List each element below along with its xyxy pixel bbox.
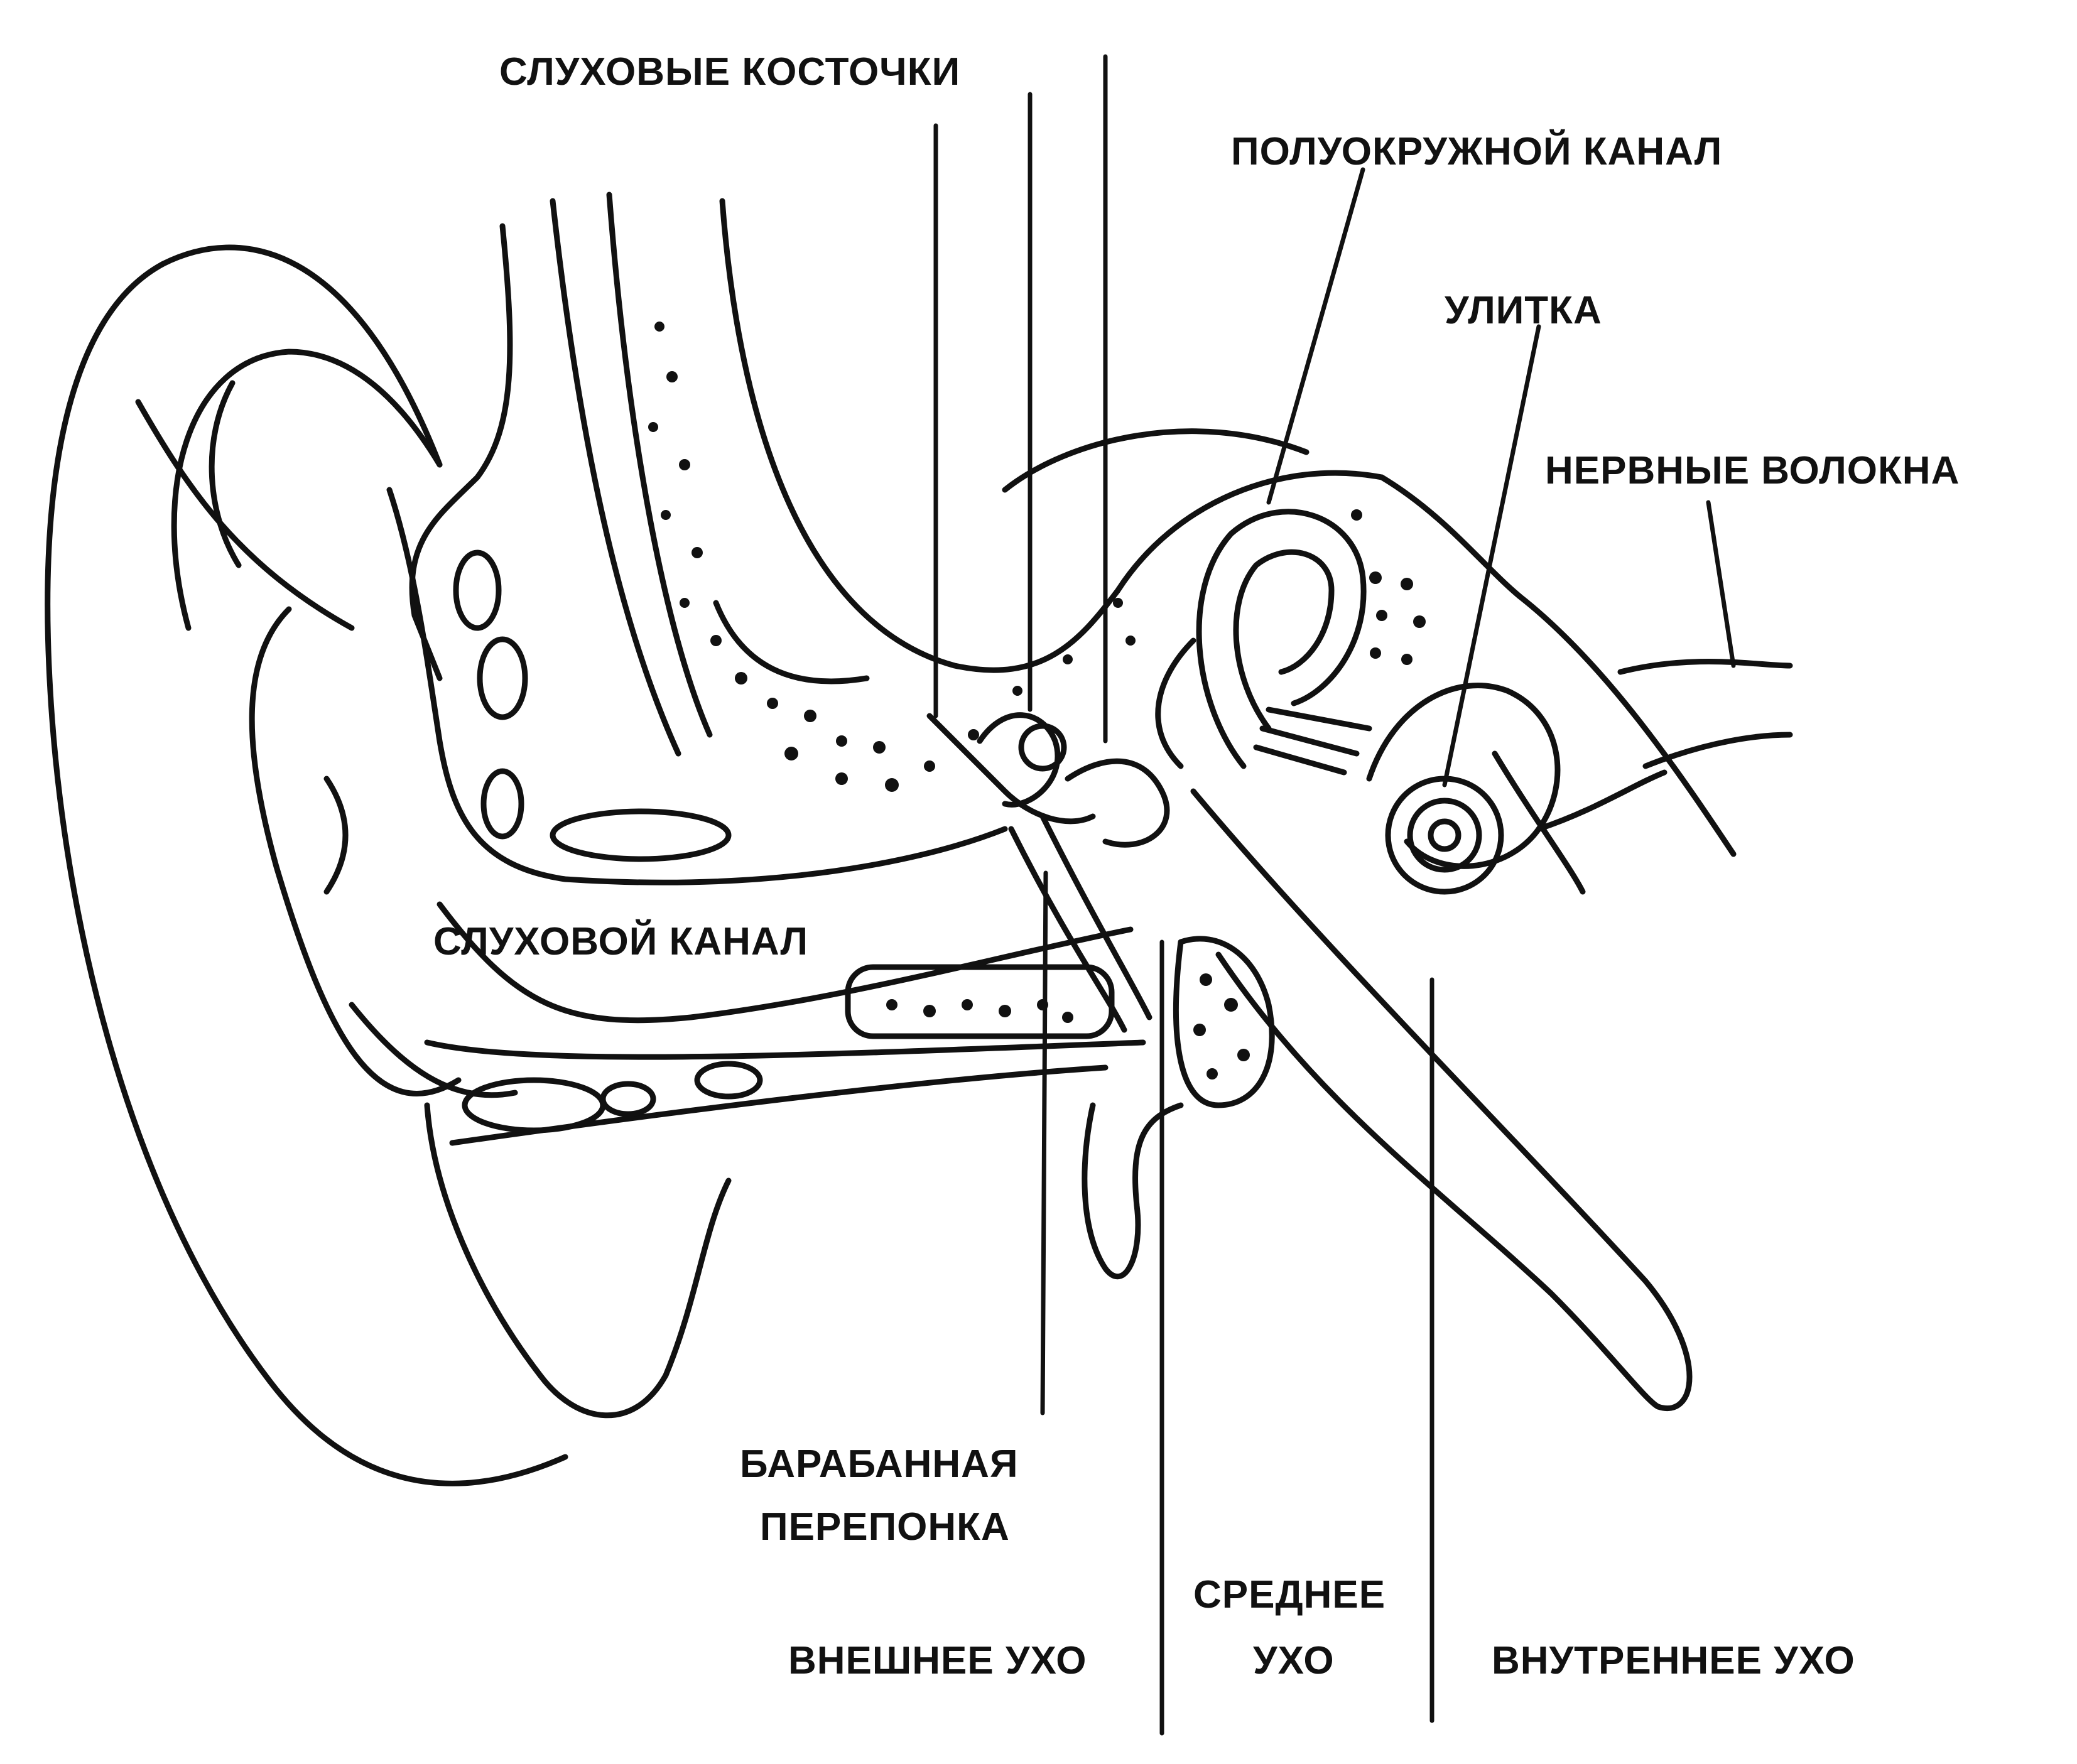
nerve-fibers-leader (1706, 500, 1736, 668)
label-eardrum-line1: БАРАБАННАЯ (740, 1442, 1019, 1486)
leader-lines (933, 54, 1736, 1736)
label-nerve-fibers: НЕРВНЫЕ ВОЛОКНА (1545, 449, 1960, 492)
bone-texture-dots (648, 322, 1426, 792)
eardrum-leader (1040, 870, 1048, 1415)
label-eardrum-line2: ПЕРЕПОНКА (760, 1505, 1010, 1549)
labels: СЛУХОВЫЕ КОСТОЧКИ ПОЛУОКРУЖНОЙ КАНАЛ УЛИ… (433, 50, 1960, 1682)
label-middle-ear-line1: СРЕДНЕЕ (1193, 1573, 1386, 1616)
label-ear-canal: СЛУХОВОЙ КАНАЛ (433, 919, 808, 963)
semicircular-canal-leader (1266, 167, 1365, 505)
label-outer-ear: ВНЕШНЕЕ УХО (788, 1639, 1087, 1682)
label-cochlea: УЛИТКА (1445, 289, 1602, 332)
label-inner-ear: ВНУТРЕННЕЕ УХО (1492, 1639, 1855, 1682)
temporal-bone (409, 192, 1793, 895)
cochlea-leader (1442, 324, 1541, 787)
pinna (45, 244, 732, 1486)
middle-ear-structures (926, 712, 1693, 1411)
label-ossicles: СЛУХОВЫЕ КОСТОЧКИ (499, 50, 960, 94)
ear-canal (386, 487, 1146, 1146)
label-middle-ear-line2: УХО (1253, 1639, 1335, 1682)
label-semicircular-canal: ПОЛУОКРУЖНОЙ КАНАЛ (1231, 129, 1722, 173)
